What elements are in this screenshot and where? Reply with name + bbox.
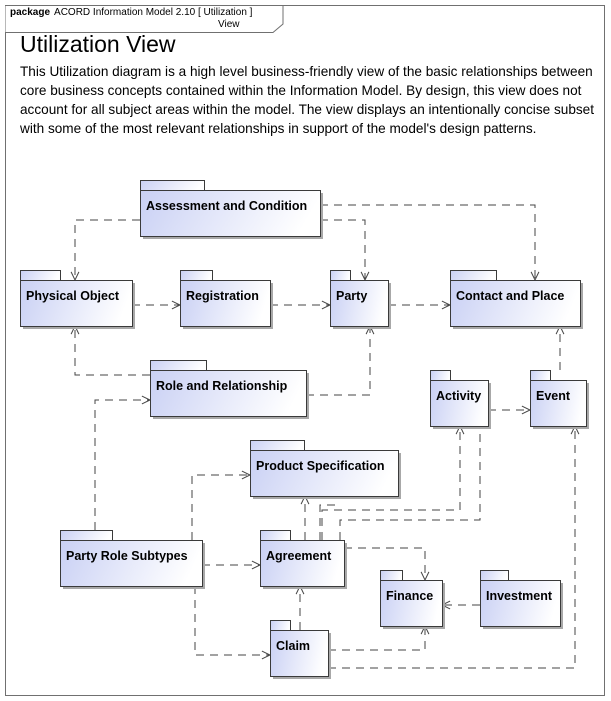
dependency-line	[74, 219, 140, 280]
dependency-line	[94, 399, 150, 530]
package-label: Party	[336, 289, 367, 303]
page-title: Utilization View	[20, 31, 176, 57]
frame-diagram-name: [ Utilization ]	[197, 7, 253, 18]
dependency-partyrole-to-claim[interactable]	[194, 586, 272, 660]
dependency-event-to-contact[interactable]	[555, 324, 565, 370]
package-label: Assessment and Condition	[146, 199, 307, 213]
package-tab	[260, 530, 291, 541]
package-body	[430, 380, 489, 427]
package-body	[530, 380, 587, 427]
dependency-line	[306, 326, 371, 396]
package-body	[450, 280, 581, 327]
package-label: Finance	[386, 589, 433, 603]
dependency-partyrole-to-agreement[interactable]	[202, 560, 262, 570]
dependency-partyrole-to-product[interactable]	[191, 470, 252, 540]
package-assessment[interactable]: Assessment and Condition	[140, 180, 324, 240]
package-body	[20, 280, 133, 327]
package-tab	[380, 570, 403, 581]
package-agreement[interactable]: Agreement	[260, 530, 348, 590]
package-tab	[480, 570, 509, 581]
dependency-investment-to-finance[interactable]	[440, 600, 480, 610]
frame-tab-outline	[5, 5, 284, 33]
package-label: Investment	[486, 589, 553, 603]
dependency-claim-to-agreement[interactable]	[295, 584, 305, 630]
package-body	[480, 580, 561, 627]
dependency-role-to-party[interactable]	[306, 324, 375, 396]
dependency-line	[321, 426, 461, 540]
package-tab	[20, 270, 61, 281]
package-body	[380, 580, 443, 627]
package-label: Party Role Subtypes	[66, 549, 188, 563]
package-finance[interactable]: Finance	[380, 570, 446, 630]
package-tab	[180, 270, 213, 281]
package-tab	[250, 440, 305, 451]
package-body	[270, 630, 329, 677]
package-body	[250, 450, 399, 497]
package-party[interactable]: Party	[330, 270, 392, 330]
dependency-partyrole-to-role[interactable]	[94, 395, 152, 530]
dependency-role-to-physical[interactable]	[70, 324, 150, 376]
connector-line	[339, 426, 481, 540]
package-role[interactable]: Role and Relationship	[150, 360, 310, 420]
dependency-assessment-to-contact[interactable]	[320, 204, 540, 282]
package-physical[interactable]: Physical Object	[20, 270, 136, 330]
package-label: Activity	[436, 389, 481, 403]
dependency-physical-to-registration[interactable]	[132, 300, 182, 310]
dependency-party-to-contact[interactable]	[388, 300, 452, 310]
package-tab	[150, 360, 207, 371]
dependency-registration-to-party[interactable]	[270, 300, 332, 310]
package-contact[interactable]: Contact and Place	[450, 270, 584, 330]
package-label: Event	[536, 389, 571, 403]
dependency-line	[191, 474, 250, 540]
package-body	[140, 190, 321, 237]
package-body	[330, 280, 389, 327]
package-registration[interactable]: Registration	[180, 270, 274, 330]
dependency-activity-to-event[interactable]	[488, 405, 532, 415]
frame-package-name: ACORD Information Model 2.10	[54, 7, 196, 18]
package-body	[150, 370, 307, 417]
dependency-line	[328, 626, 426, 651]
package-tab	[140, 180, 205, 191]
connector-line	[319, 504, 340, 540]
package-body	[260, 540, 345, 587]
package-tab	[330, 270, 351, 281]
diagram-description: This Utilization diagram is a high level…	[20, 64, 595, 136]
package-label: Physical Object	[26, 289, 120, 303]
package-tab	[270, 620, 291, 631]
dependency-line	[328, 426, 576, 669]
package-label: Registration	[186, 289, 259, 303]
dependency-arrowhead	[420, 571, 430, 582]
package-product[interactable]: Product Specification	[250, 440, 402, 500]
dependency-line	[320, 204, 536, 280]
package-partyrole[interactable]: Party Role Subtypes	[60, 530, 206, 590]
package-body	[180, 280, 271, 327]
package-label: Product Specification	[256, 459, 385, 473]
dependency-claim-to-finance[interactable]	[328, 624, 430, 651]
package-label: Contact and Place	[456, 289, 564, 303]
package-event[interactable]: Event	[530, 370, 590, 430]
dependency-agreement-to-product[interactable]	[300, 494, 310, 540]
frame-diagram-name-line2: View	[218, 19, 240, 30]
package-label: Agreement	[266, 549, 332, 563]
package-label: Role and Relationship	[156, 379, 288, 393]
package-label: Claim	[276, 639, 310, 653]
dependency-assessment-to-physical[interactable]	[70, 219, 140, 282]
dependency-line	[344, 547, 426, 580]
package-activity[interactable]: Activity	[430, 370, 492, 430]
dependency-line	[320, 219, 366, 280]
package-body	[60, 540, 203, 587]
package-tab	[430, 370, 451, 381]
frame-keyword: package	[10, 7, 51, 18]
package-claim[interactable]: Claim	[270, 620, 332, 680]
package-tab	[450, 270, 497, 281]
dependency-line	[74, 326, 150, 376]
dependency-line	[194, 586, 270, 656]
package-tab	[60, 530, 113, 541]
package-tab	[530, 370, 551, 381]
package-investment[interactable]: Investment	[480, 570, 564, 630]
